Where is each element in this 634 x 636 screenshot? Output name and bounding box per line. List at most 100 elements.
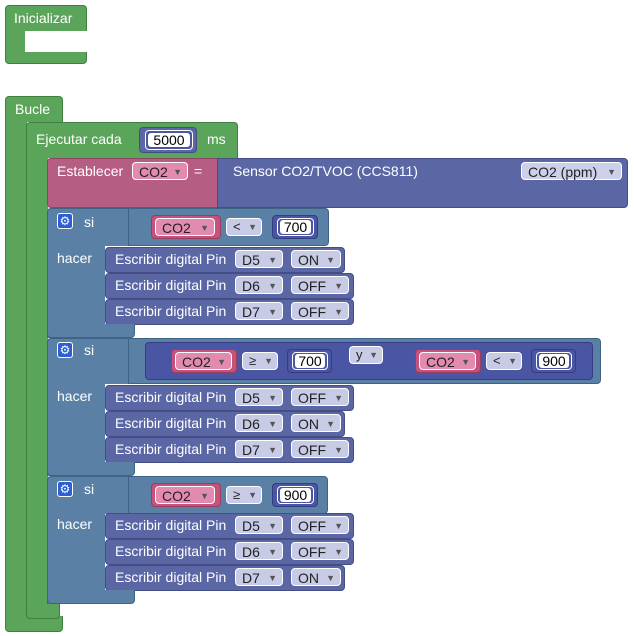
cond-value-text-3: 900 bbox=[280, 488, 311, 502]
state-text-3-2: OFF bbox=[298, 544, 326, 560]
init-block[interactable] bbox=[5, 5, 87, 31]
init-bottom bbox=[5, 52, 87, 64]
cond-op-dropdown-2a[interactable]: ≥▼ bbox=[242, 352, 278, 370]
sensor-measure-text: CO2 (ppm) bbox=[528, 164, 598, 180]
pin-dropdown-3-1[interactable]: D5 ▼ bbox=[235, 516, 283, 534]
cond-value-text-2b: 900 bbox=[539, 354, 569, 368]
loop-label: Bucle bbox=[15, 101, 51, 117]
cond-var-text-1: CO2 bbox=[162, 220, 191, 236]
chevron-down-icon: ▼ bbox=[334, 547, 343, 557]
pin-dropdown-2-2[interactable]: D6▼ bbox=[235, 414, 283, 432]
write-label-1-3: Escribir digital Pin bbox=[115, 303, 227, 319]
state-dropdown-1-1[interactable]: ON▼ bbox=[291, 250, 341, 268]
chevron-down-icon: ▼ bbox=[334, 307, 343, 317]
chevron-down-icon: ▼ bbox=[369, 350, 378, 360]
set-equals: = bbox=[194, 163, 203, 179]
chevron-down-icon: ▼ bbox=[268, 445, 277, 455]
pin-text-1-1: D5 bbox=[242, 252, 260, 268]
state-dropdown-3-1[interactable]: OFF▼ bbox=[291, 516, 349, 534]
if-label-2: si bbox=[84, 342, 95, 358]
chevron-down-icon: ▼ bbox=[268, 521, 277, 531]
cond-value-field-3[interactable]: 900 bbox=[277, 486, 314, 504]
every-left-arm bbox=[26, 156, 48, 616]
chevron-down-icon: ▼ bbox=[461, 357, 470, 367]
cond-op-dropdown-2b[interactable]: <▼ bbox=[486, 352, 522, 370]
chevron-down-icon: ▼ bbox=[248, 222, 257, 232]
pin-dropdown-3-3[interactable]: D7▼ bbox=[235, 568, 283, 586]
cond-var-dropdown-3[interactable]: CO2 ▼ bbox=[155, 486, 215, 504]
state-text-2-3: OFF bbox=[298, 442, 326, 458]
pin-dropdown-1-2[interactable]: D6▼ bbox=[235, 276, 283, 294]
cond-op-dropdown-3[interactable]: ≥▼ bbox=[226, 486, 262, 504]
chevron-down-icon: ▼ bbox=[607, 167, 616, 177]
pin-text-3-1: D5 bbox=[242, 518, 260, 534]
state-text-1-3: OFF bbox=[298, 304, 326, 320]
if-body-arm-3 bbox=[47, 512, 105, 604]
pin-text-1-3: D7 bbox=[242, 304, 260, 320]
write-label-2-1: Escribir digital Pin bbox=[115, 389, 227, 405]
sensor-label: Sensor CO2/TVOC (CCS811) bbox=[233, 163, 418, 179]
logic-dropdown[interactable]: y▼ bbox=[349, 346, 383, 364]
chevron-down-icon: ▼ bbox=[334, 445, 343, 455]
if-label-3: si bbox=[84, 481, 95, 497]
set-label: Establecer bbox=[57, 163, 124, 179]
pin-text-3-3: D7 bbox=[242, 570, 260, 586]
cond-var-dropdown-2b[interactable]: CO2▼ bbox=[419, 352, 476, 370]
write-label-2-2: Escribir digital Pin bbox=[115, 415, 227, 431]
state-text-1-1: ON bbox=[298, 252, 319, 268]
cond-value-text-2a: 700 bbox=[295, 354, 325, 368]
pin-dropdown-1-3[interactable]: D7 ▼ bbox=[235, 302, 283, 320]
pin-text-1-2: D6 bbox=[242, 278, 260, 294]
chevron-down-icon: ▼ bbox=[200, 491, 209, 501]
chevron-down-icon: ▼ bbox=[200, 223, 209, 233]
gear-icon[interactable]: ⚙ bbox=[57, 213, 73, 229]
chevron-down-icon: ▼ bbox=[268, 307, 277, 317]
chevron-down-icon: ▼ bbox=[264, 356, 273, 366]
loop-block[interactable] bbox=[5, 96, 63, 122]
cond-var-dropdown-1[interactable]: CO2 ▼ bbox=[155, 218, 215, 236]
pin-text-2-2: D6 bbox=[242, 416, 260, 432]
chevron-down-icon: ▼ bbox=[173, 167, 182, 177]
do-label-2: hacer bbox=[57, 388, 93, 404]
write-label-1-1: Escribir digital Pin bbox=[115, 251, 227, 267]
cond-op-dropdown-1[interactable]: <▼ bbox=[226, 218, 262, 236]
every-bottom bbox=[26, 603, 60, 619]
loop-left-arm bbox=[5, 120, 27, 620]
pin-text-2-3: D7 bbox=[242, 442, 260, 458]
pin-dropdown-2-1[interactable]: D5▼ bbox=[235, 388, 283, 406]
cond-value-field-2b[interactable]: 900 bbox=[536, 352, 572, 370]
cond-op-text-3: ≥ bbox=[233, 487, 241, 502]
state-dropdown-2-2[interactable]: ON ▼ bbox=[291, 414, 341, 432]
chevron-down-icon: ▼ bbox=[326, 573, 335, 583]
cond-value-field-1[interactable]: 700 bbox=[277, 218, 314, 236]
state-dropdown-3-2[interactable]: OFF ▼ bbox=[291, 542, 349, 560]
state-dropdown-2-3[interactable]: OFF ▼ bbox=[291, 440, 349, 458]
chevron-down-icon: ▼ bbox=[508, 356, 517, 366]
chevron-down-icon: ▼ bbox=[217, 357, 226, 367]
every-block[interactable] bbox=[26, 122, 238, 158]
cond-var-dropdown-2a[interactable]: CO2▼ bbox=[175, 352, 232, 370]
if-bottom-1 bbox=[47, 324, 135, 338]
pin-dropdown-1-1[interactable]: D5▼ bbox=[235, 250, 283, 268]
cond-var-text-3: CO2 bbox=[162, 488, 191, 504]
set-var-dropdown[interactable]: CO2▼ bbox=[132, 162, 188, 180]
pin-dropdown-3-2[interactable]: D6▼ bbox=[235, 542, 283, 560]
state-dropdown-3-3[interactable]: ON▼ bbox=[291, 568, 341, 586]
gear-icon[interactable]: ⚙ bbox=[57, 342, 73, 358]
state-text-2-2: ON bbox=[298, 416, 319, 432]
chevron-down-icon: ▼ bbox=[334, 393, 343, 403]
if-body-arm-1 bbox=[47, 244, 105, 338]
gear-icon[interactable]: ⚙ bbox=[57, 481, 73, 497]
chevron-down-icon: ▼ bbox=[326, 419, 335, 429]
state-dropdown-1-3[interactable]: OFF ▼ bbox=[291, 302, 349, 320]
cond-value-field-2a[interactable]: 700 bbox=[292, 352, 328, 370]
sensor-measure-dropdown[interactable]: CO2 (ppm) ▼ bbox=[521, 162, 622, 180]
every-value-field[interactable]: 5000 bbox=[145, 130, 193, 150]
chevron-down-icon: ▼ bbox=[268, 547, 277, 557]
state-dropdown-2-1[interactable]: OFF▼ bbox=[291, 388, 349, 406]
state-dropdown-1-2[interactable]: OFF▼ bbox=[291, 276, 349, 294]
logic-text: y bbox=[356, 347, 363, 362]
pin-dropdown-2-3[interactable]: D7 ▼ bbox=[235, 440, 283, 458]
pin-text-2-1: D5 bbox=[242, 390, 260, 406]
chevron-down-icon: ▼ bbox=[248, 490, 257, 500]
